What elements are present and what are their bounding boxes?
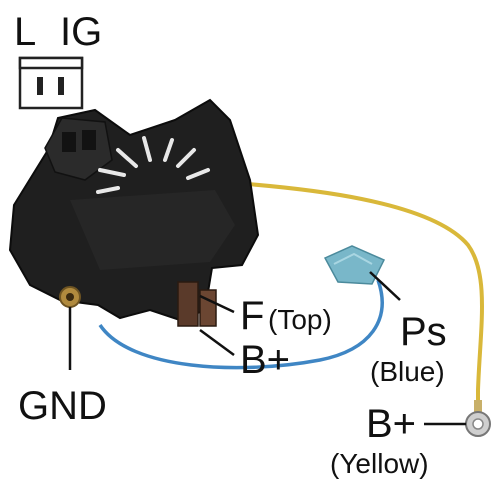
connector-plug-icon bbox=[18, 56, 84, 110]
pin-ig-label: IG bbox=[60, 10, 103, 54]
ps-label: Ps bbox=[400, 310, 447, 354]
pointer-lines bbox=[68, 271, 466, 426]
ring-terminal bbox=[465, 400, 491, 437]
b-plus-terminal-label: B+ bbox=[240, 338, 291, 382]
b-plus-wire-note-label: (Yellow) bbox=[330, 448, 429, 479]
f-note-label: (Top) bbox=[268, 304, 332, 335]
pin-l-label: L bbox=[14, 10, 37, 54]
b-plus-wire-label: B+ bbox=[366, 402, 417, 446]
blue-terminal bbox=[323, 245, 386, 285]
yellow-wire bbox=[234, 181, 484, 410]
f-label: F bbox=[240, 294, 265, 338]
regulator-body bbox=[8, 98, 260, 327]
blue-wire bbox=[98, 279, 384, 370]
ps-note-label: (Blue) bbox=[370, 356, 445, 387]
gnd-label: GND bbox=[18, 384, 107, 428]
